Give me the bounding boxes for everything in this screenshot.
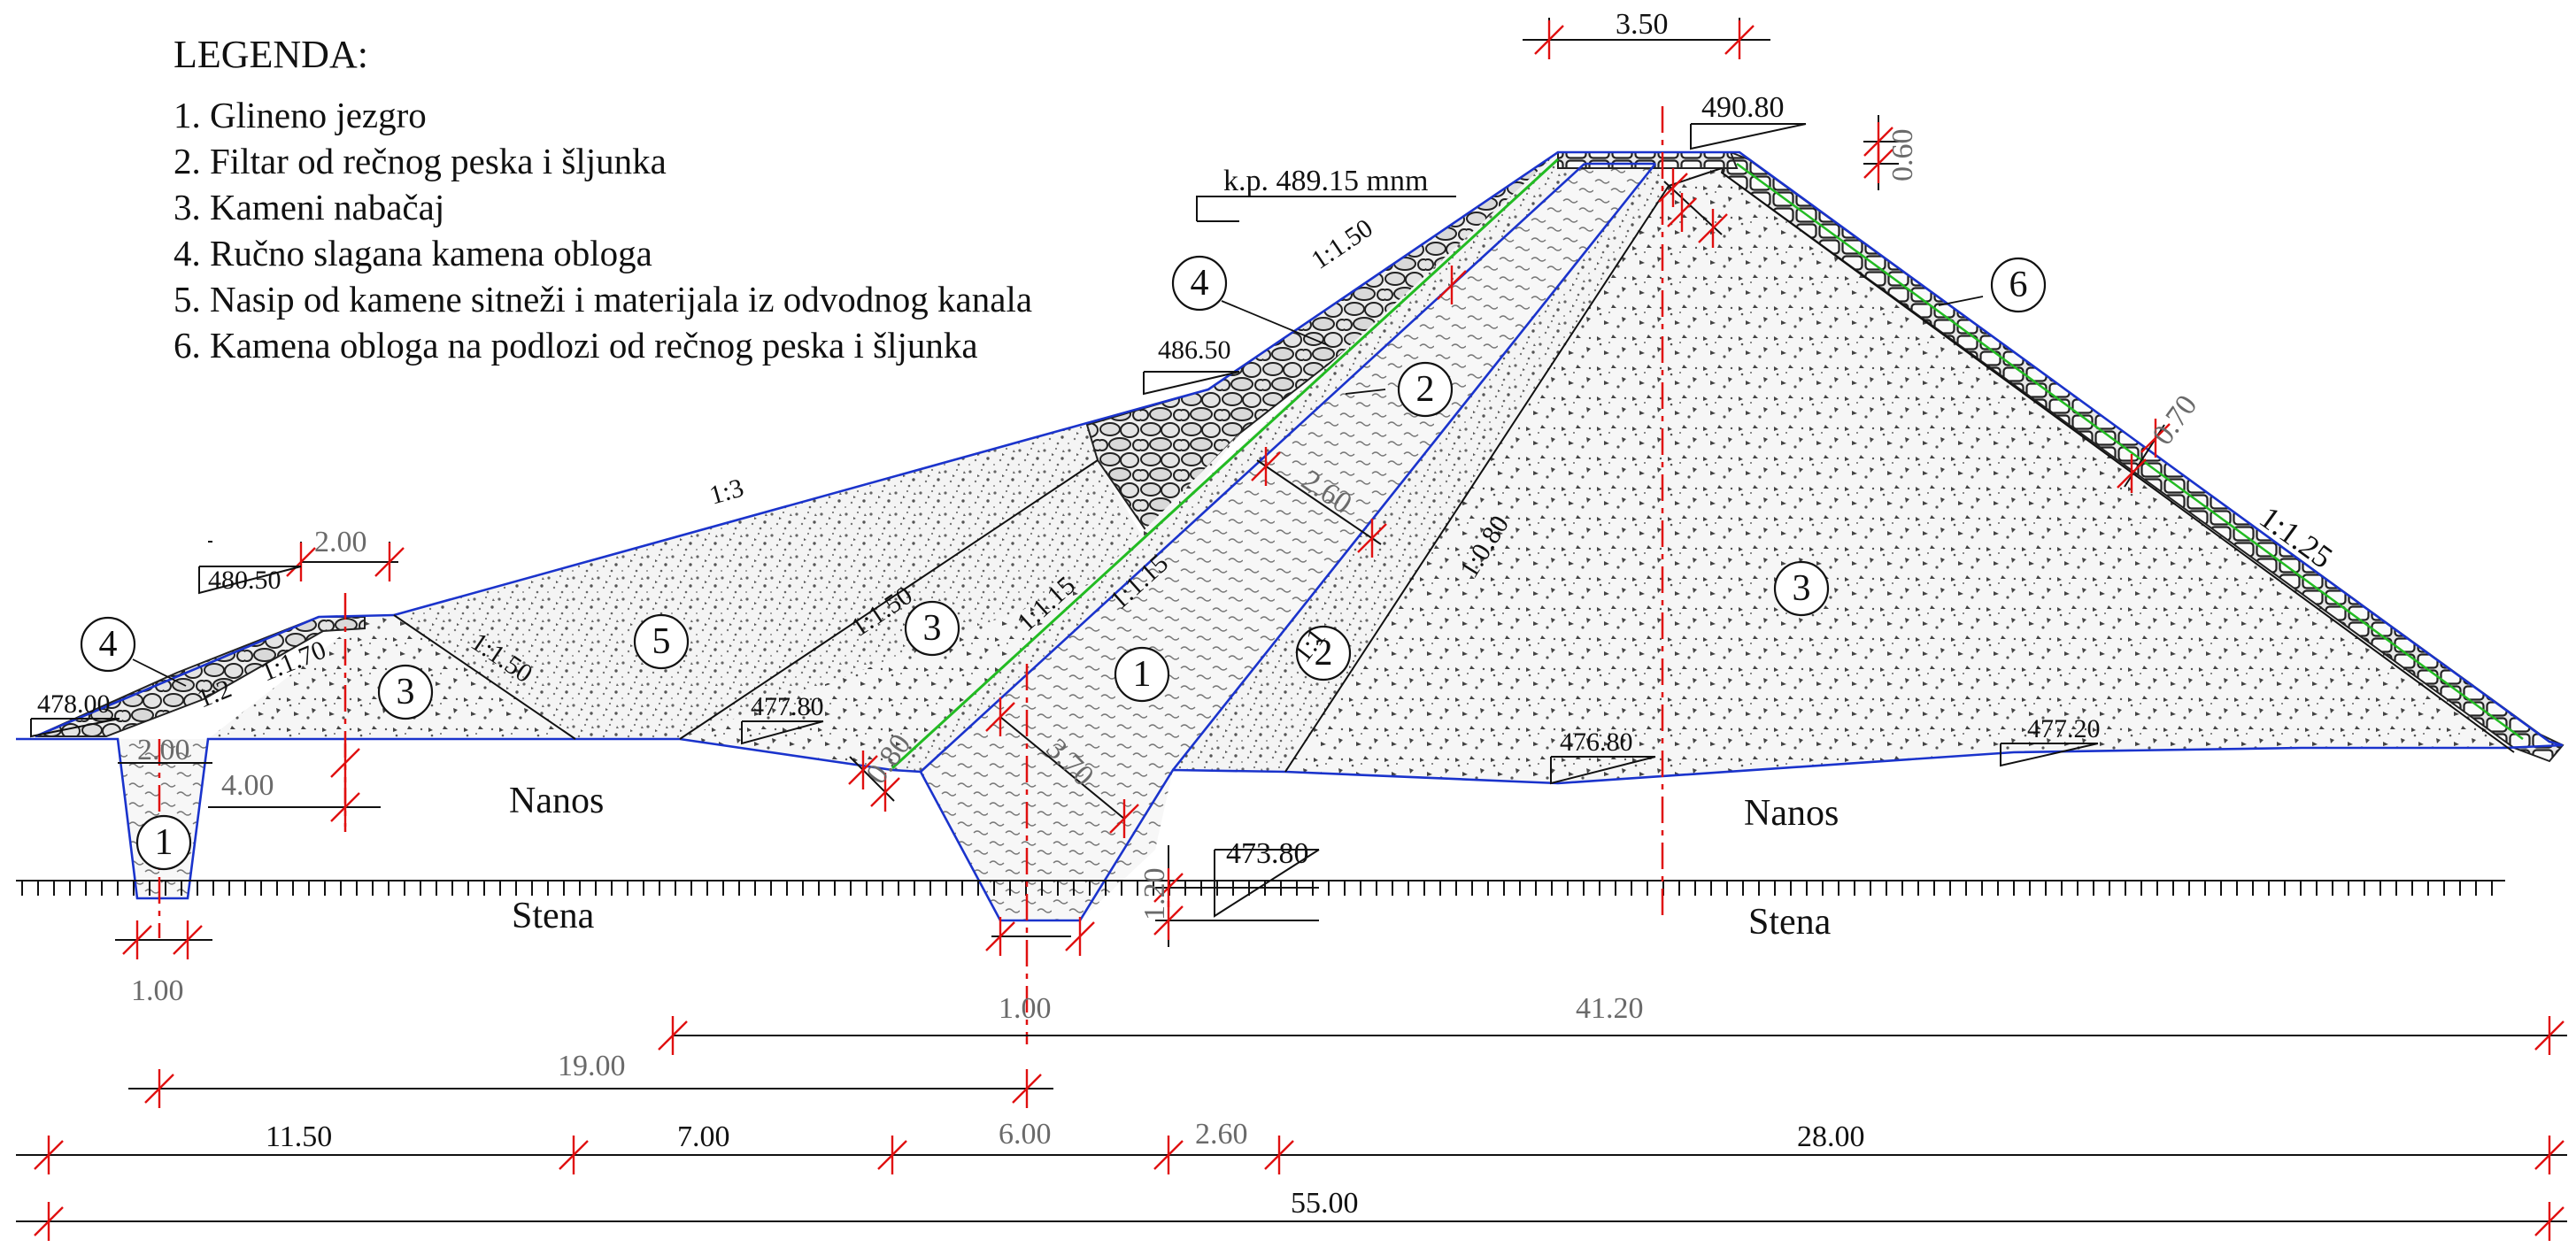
dim-seg-7-00: 7.00 [677, 1120, 730, 1153]
label-nanos-left: Nanos [509, 781, 604, 821]
zone-label-5: 5 [652, 621, 671, 662]
dim-total-55-00: 55.00 [1291, 1187, 1359, 1220]
dim-core-bottom-width: 1.00 [999, 992, 1052, 1025]
leader-lines [132, 296, 1984, 687]
dim-seg-6-00: 6.00 [999, 1118, 1052, 1151]
label-stena-right: Stena [1748, 902, 1832, 943]
filter-line-green [891, 158, 1560, 770]
dim-trench-bottom: 1.00 [131, 974, 184, 1007]
zone-label-4-berm: 4 [99, 624, 118, 665]
label-stena-left: Stena [512, 896, 595, 936]
legend-item-4: 4. Ručno slagana kamena obloga [174, 233, 652, 273]
dim-lining-top: 0.60 [1886, 129, 1919, 182]
elev-left-toe: 478.00 [37, 689, 111, 719]
left-berm-zone-4-fill [35, 616, 366, 737]
label-nanos-right: Nanos [1744, 793, 1839, 834]
dim-trench-top: 2.00 [137, 734, 190, 766]
elev-crest: 490.80 [1701, 91, 1785, 124]
elev-berm-upper: 486.50 [1158, 335, 1231, 365]
dim-trench-offset: 4.00 [221, 769, 274, 802]
dim-seg-2-60: 2.60 [1195, 1118, 1248, 1151]
zone-label-3-upstream: 3 [923, 608, 942, 649]
zone-label-1-trench: 1 [155, 822, 174, 863]
zone-label-1-core: 1 [1133, 654, 1152, 695]
legend-item-3: 3. Kameni nabačaj [174, 187, 445, 227]
zone-1-core-fill [921, 164, 1655, 920]
zone-label-3-berm: 3 [397, 672, 415, 712]
zone-3-upstream-fill [680, 434, 1239, 770]
elev-downstream-ground: 476.80 [1560, 728, 1633, 757]
dim-span-19-00: 19.00 [558, 1050, 626, 1082]
slope-1-1-50-upper: 1:1.50 [1306, 213, 1377, 275]
zone-3-downstream-fill [1285, 164, 2534, 783]
elev-upstream-ground: 477.80 [751, 692, 824, 721]
dim-seg-11-50: 11.50 [266, 1120, 332, 1153]
dimension-lines [16, 18, 2567, 1222]
zone-label-2-downstream: 2 [1315, 633, 1333, 674]
crest-cap-fill [1557, 151, 1739, 169]
dim-berm-width: 2.00 [314, 526, 367, 558]
dim-core-depth: 1.20 [1138, 868, 1171, 921]
elev-berm-lower: 480.50 [208, 566, 282, 595]
zone-5-fill [365, 389, 1208, 739]
dimension-ticks [34, 20, 2564, 1241]
legend-item-2: 2. Filtar od rečnog peska i šljunka [174, 141, 667, 181]
zone-marker-labels: 4 2 6 5 3 1 2 3 3 4 1 [99, 263, 2028, 863]
dim-crest-width: 3.50 [1616, 8, 1669, 41]
elev-kp: k.p. 489.15 mnm [1223, 165, 1428, 197]
zone-label-3-downstream: 3 [1793, 568, 1811, 609]
zone-2-upstream-filter-fill [892, 152, 1585, 772]
dim-span-41-20: 41.20 [1576, 992, 1644, 1025]
slope-1-3: 1:3 [706, 473, 747, 510]
filter-line-green-downstream [1736, 162, 2524, 741]
legend-item-5: 5. Nasip od kamene sitneži i materijala … [174, 279, 1033, 320]
zone-label-2-upper: 2 [1416, 369, 1435, 410]
legend-item-1: 1. Glineno jezgro [174, 95, 427, 135]
zone-label-4-upper: 4 [1191, 263, 1209, 304]
elev-core-bottom: 473.80 [1226, 837, 1309, 870]
internal-boundaries [393, 167, 2515, 773]
elevation-markers [30, 123, 2099, 918]
zone-markers [80, 255, 2047, 871]
legend-list: 1. Glineno jezgro 2. Filtar od rečnog pe… [174, 92, 1032, 368]
dim-seg-28-00: 28.00 [1797, 1120, 1865, 1153]
zone-label-6: 6 [2009, 265, 2028, 305]
zone-2-downstream-filter-fill [1173, 164, 1669, 772]
elev-right-ground: 477.20 [2027, 714, 2101, 743]
legend-title: LEGENDA: [174, 33, 368, 76]
legend-item-6: 6. Kamena obloga na podlozi od rečnog pe… [174, 325, 978, 366]
